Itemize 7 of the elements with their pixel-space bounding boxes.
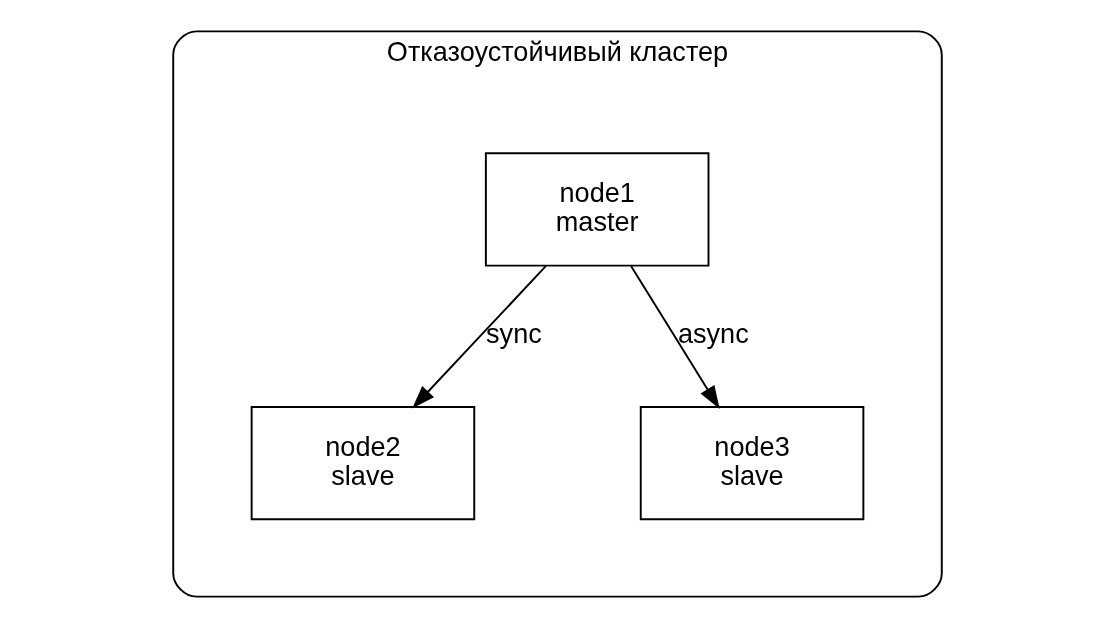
edge-label: async xyxy=(677,318,749,350)
node-box: node2 slave xyxy=(250,405,476,521)
node-box: node3 slave xyxy=(639,405,865,521)
edge-label: sync xyxy=(486,318,542,350)
node-box: node1 master xyxy=(484,152,710,267)
arrow xyxy=(630,265,720,409)
arrow xyxy=(412,265,547,409)
